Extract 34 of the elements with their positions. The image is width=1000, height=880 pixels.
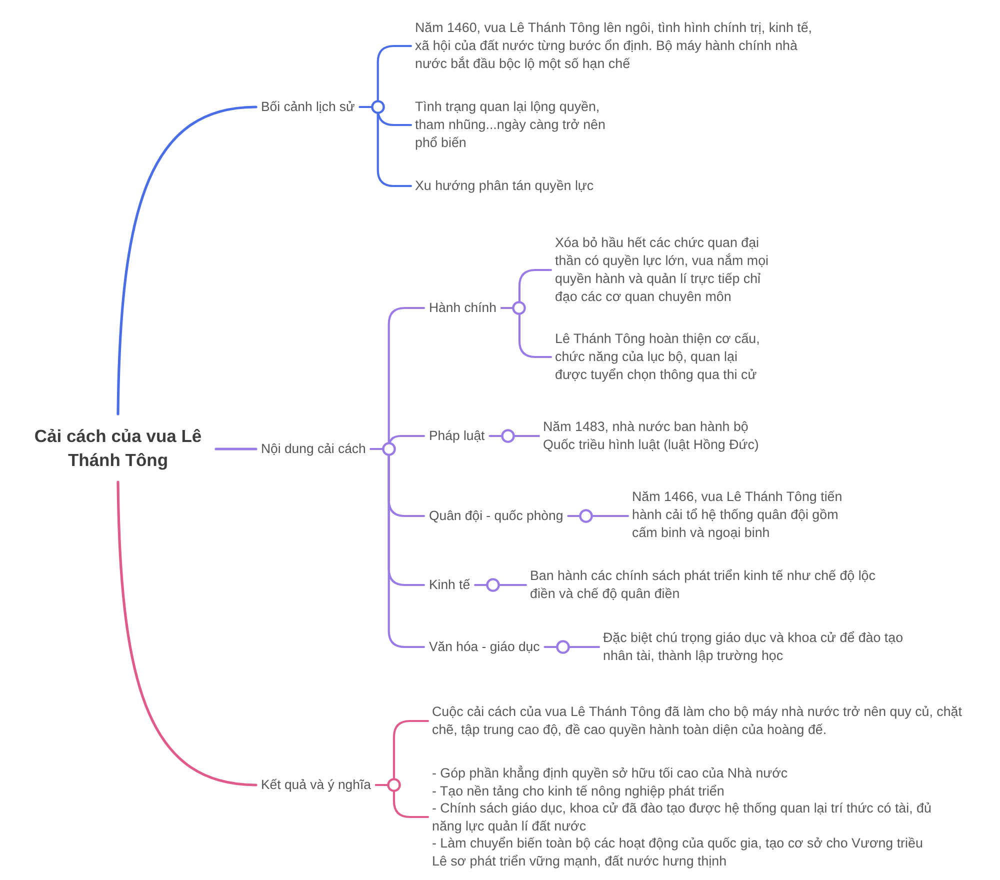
list-item-text: - Góp phần khẳng định quyền sở hữu tối cao của Nhà nước bbox=[432, 764, 789, 782]
branch-line bbox=[370, 448, 426, 648]
topic-label: Bối cảnh lịch sử bbox=[256, 98, 360, 116]
branch-line bbox=[500, 306, 552, 358]
branch-line bbox=[544, 646, 600, 648]
topic-label: Quân đội - quốc phòng bbox=[424, 507, 568, 525]
note-text: Năm 1483, nhà nước ban hành bộ Quốc triều hình luật (luật Hồng Đức) bbox=[539, 418, 771, 454]
note-text: Xu hướng phân tán quyền lực bbox=[411, 177, 671, 195]
note-text: Năm 1460, vua Lê Thánh Tông lên ngôi, tình hình chính trị, kinh tế, xã hội của đất nước từng bước ổn định. Bộ máy hành chính nhà nước bắt đầu bộc lộ một số hạn chế bbox=[411, 19, 829, 73]
branch-line bbox=[116, 106, 258, 416]
note-text: Lê Thánh Tông hoàn thiện cơ cấu, chức năng của lục bộ, quan lại được tuyển chọn thông qua thi cử bbox=[551, 330, 777, 384]
topic-label: Nội dung cải cách bbox=[256, 440, 371, 458]
list-item-text: - Chính sách giáo dục, khoa cử đã đào tạo được hệ thống quan lại trí thức có tài, đủ năng lực quản lí đất nước bbox=[432, 800, 932, 834]
note-text: Đặc biệt chú trọng giáo dục và khoa cử để đào tạo nhân tài, thành lập trường học bbox=[599, 629, 924, 665]
branch-line bbox=[474, 584, 528, 586]
branch-line bbox=[488, 434, 540, 438]
note-text: Cuộc cải cách của vua Lê Thánh Tông đã làm cho bộ máy nhà nước trở nên quy củ, chặt chẽ, tập trung cao độ, đề cao quyền hành toàn diện của hoàng đế. bbox=[428, 703, 984, 739]
note-text: Ban hành các chính sách phát triển kinh tế như chế độ lộc điền và chế độ quân điền bbox=[526, 567, 891, 603]
branch-line bbox=[358, 106, 412, 188]
list-item-text: - Tạo nền tảng cho kinh tế nông nghiệp phát triển bbox=[432, 782, 726, 800]
note-text: Năm 1466, vua Lê Thánh Tông tiến hành cải tổ hệ thống quân đội gồm cấm binh và ngoại binh bbox=[628, 488, 858, 542]
topic-label: Hành chính bbox=[424, 299, 502, 317]
list-item-text: - Làm chuyển biến toàn bộ các hoạt động của quốc gia, tạo cơ sở cho Vương triều Lê sơ phát triển vững mạnh, đất nước hưng thịnh bbox=[432, 834, 924, 870]
branch-line bbox=[214, 448, 258, 450]
branch-line bbox=[374, 784, 430, 818]
note-text: Xóa bỏ hầu hết các chức quan đại thần có quyền lực lớn, vua nắm mọi quyền hành và quản lí trực tiếp chỉ đạo các cơ quan chuyên môn bbox=[551, 234, 781, 306]
branch-line bbox=[567, 514, 630, 518]
note-text: Tình trạng quan lại lộng quyền, tham nhũng...ngày càng trở nên phổ biến bbox=[411, 98, 623, 152]
topic-label: Pháp luật bbox=[424, 427, 490, 445]
central-topic: Cải cách của vua Lê Thánh Tông bbox=[20, 414, 216, 482]
topic-label: Kết quả và ý nghĩa bbox=[256, 776, 376, 794]
topic-label: Kinh tế bbox=[424, 576, 476, 594]
topic-label: Văn hóa - giáo dục bbox=[424, 638, 545, 656]
branch-line bbox=[116, 480, 258, 786]
